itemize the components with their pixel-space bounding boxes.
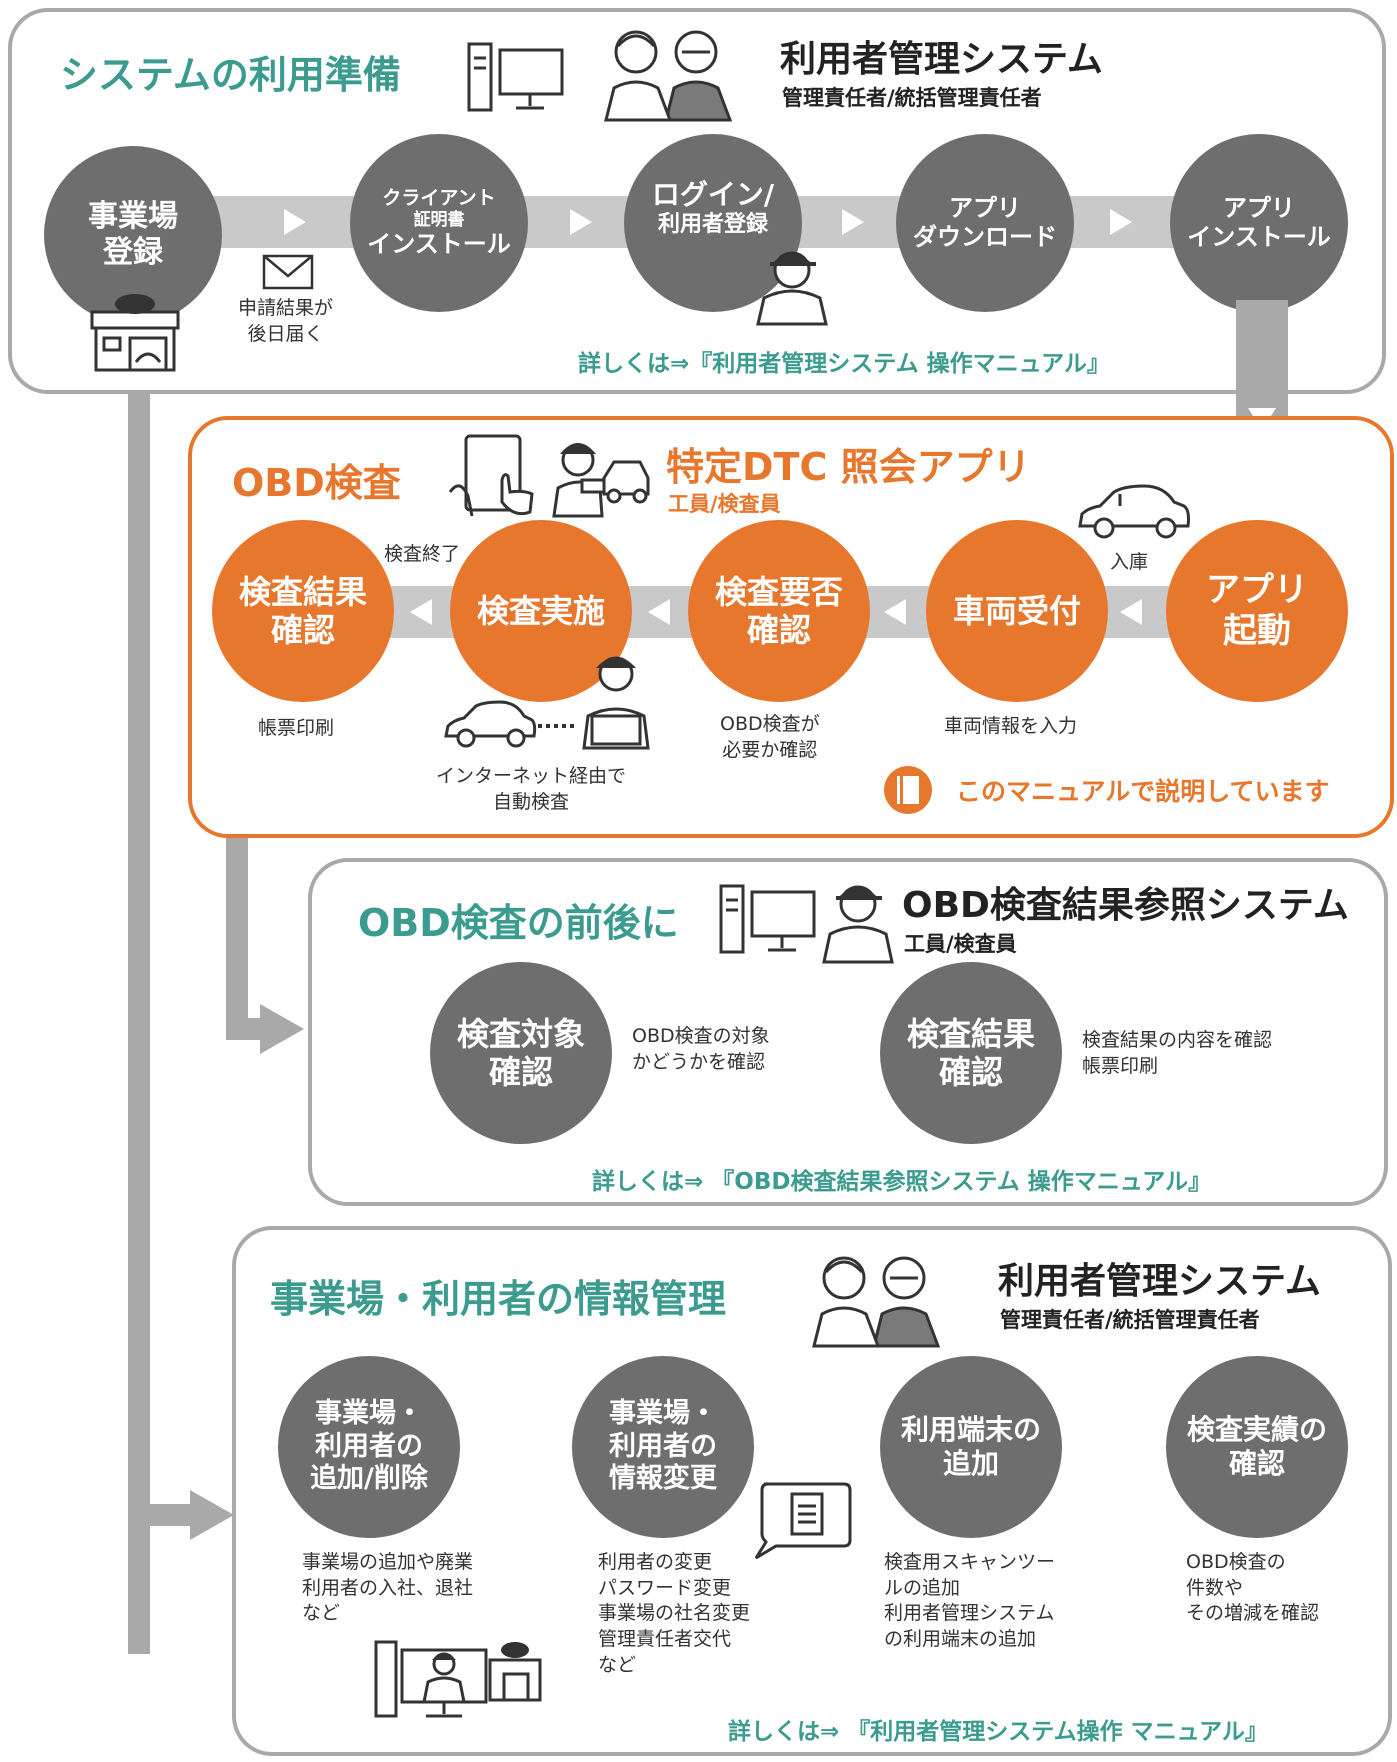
step-login: ログイン/ 利用者登録 xyxy=(624,134,802,312)
setup-system-role: 管理責任者/統括管理責任者 xyxy=(782,86,1042,110)
ref-system-name: OBD検査結果参照システム xyxy=(902,885,1349,926)
obd-note-exec: インターネット経由で 自動検査 xyxy=(436,765,627,813)
inspection-car-icon xyxy=(444,700,574,748)
mgmt-item-add-delete-desc: 事業場の追加や廃業 利用者の入社、退社 など xyxy=(302,1551,474,1625)
mgmt-item-record-check: 検査実績の 確認 xyxy=(1166,1356,1348,1538)
ref-item-target: 検査対象 確認 xyxy=(430,962,612,1144)
terminal-icon xyxy=(374,1640,542,1718)
setup-arrow-1 xyxy=(284,209,306,235)
ref-detail-link[interactable]: 詳しくは⇒ 『OBD検査結果参照システム 操作マニュアル』 xyxy=(592,1169,1212,1195)
obd-arrow-2 xyxy=(884,599,906,625)
setup-detail-link[interactable]: 詳しくは⇒『利用者管理システム 操作マニュアル』 xyxy=(578,351,1110,377)
shop-icon xyxy=(90,294,180,372)
obd-note-vehicle: 車両情報を入力 xyxy=(944,715,1078,737)
ref-item-result-desc: 検査結果の内容を確認 帳票印刷 xyxy=(1082,1029,1273,1077)
mgmt-item-info-change: 事業場・ 利用者の 情報変更 xyxy=(572,1356,754,1538)
obd-arrow-1 xyxy=(1120,599,1142,625)
obd-manual-badge: このマニュアルで説明しています xyxy=(956,777,1330,806)
ref-system-role: 工員/検査員 xyxy=(904,932,1017,956)
setup-system-name: 利用者管理システム xyxy=(780,39,1103,80)
tablet-hand-icon xyxy=(448,434,534,517)
setup-title: システムの利用準備 xyxy=(60,53,401,97)
obd-note-check: OBD検査が 必要か確認 xyxy=(720,713,820,761)
mgmt-system-role: 管理責任者/統括管理責任者 xyxy=(1000,1308,1260,1332)
mgmt-item-info-change-desc: 利用者の変更 パスワード変更 事業場の社名変更 管理責任者交代 など xyxy=(598,1551,751,1676)
mgmt-item-record-check-desc: OBD検査の 件数や その増減を確認 xyxy=(1186,1551,1320,1625)
setup-arrow-3 xyxy=(842,209,864,235)
document-bubble-icon xyxy=(754,1482,852,1560)
ref-title: OBD検査の前後に xyxy=(358,901,679,945)
step-app-install: アプリ インストール xyxy=(1170,134,1348,312)
ref-monitor-icon xyxy=(719,884,816,954)
obd-step-check: 検査要否 確認 xyxy=(688,520,870,702)
obd-app-role: 工員/検査員 xyxy=(668,492,781,516)
obd-step-app-start: アプリ 起動 xyxy=(1166,520,1348,702)
mgmt-item-terminal-add: 利用端末の 追加 xyxy=(880,1356,1062,1538)
arrow-to-mgmt xyxy=(190,1490,234,1540)
manual-book-icon xyxy=(884,766,932,814)
tablet-worker-icon xyxy=(582,656,650,750)
worker-icon xyxy=(756,251,828,326)
mgmt-item-terminal-add-desc: 検査用スキャンツー ルの追加 利用者管理システム の利用端末の追加 xyxy=(884,1551,1056,1650)
obd-entry-label: 入庫 xyxy=(1110,551,1149,573)
arrow-to-ref xyxy=(260,1004,304,1054)
obd-title: OBD検査 xyxy=(232,461,401,505)
mgmt-system-name: 利用者管理システム xyxy=(998,1261,1321,1302)
mgmt-managers-icon xyxy=(812,1256,941,1348)
mgmt-detail-link[interactable]: 詳しくは⇒ 『利用者管理システム操作 マニュアル』 xyxy=(728,1719,1268,1745)
car-icon xyxy=(1078,484,1190,539)
ref-item-result: 検査結果 確認 xyxy=(880,962,1062,1144)
ref-worker-icon xyxy=(822,885,894,964)
mgmt-title: 事業場・利用者の情報管理 xyxy=(270,1277,727,1321)
managers-icon xyxy=(604,30,733,122)
step-app-download: アプリ ダウンロード xyxy=(896,134,1074,312)
mail-note: 申請結果が 後日届く xyxy=(238,297,334,345)
mechanic-car-icon xyxy=(552,443,650,518)
step-client-cert: クライアント 証明書 インストール xyxy=(350,134,528,312)
envelope-icon xyxy=(262,254,314,290)
flow-line-left xyxy=(128,352,150,1654)
obd-note-result: 帳票印刷 xyxy=(258,717,335,739)
mgmt-item-add-delete: 事業場・ 利用者の 追加/削除 xyxy=(278,1356,460,1538)
flow-line-to-ref-h xyxy=(226,1018,266,1040)
obd-arrow-3 xyxy=(648,599,670,625)
monitor-icon xyxy=(467,42,564,112)
obd-step-vehicle: 車両受付 xyxy=(926,520,1108,702)
flow-line-to-mgmt-h xyxy=(128,1504,198,1526)
setup-arrow-4 xyxy=(1110,209,1132,235)
flow-line-to-ref xyxy=(226,838,248,1038)
obd-end-label: 検査終了 xyxy=(384,543,461,565)
obd-arrow-4 xyxy=(410,599,432,625)
obd-app-name: 特定DTC 照会アプリ xyxy=(666,445,1031,489)
obd-step-result: 検査結果 確認 xyxy=(212,520,394,702)
ref-item-target-desc: OBD検査の対象 かどうかを確認 xyxy=(632,1025,770,1073)
setup-arrow-2 xyxy=(570,209,592,235)
